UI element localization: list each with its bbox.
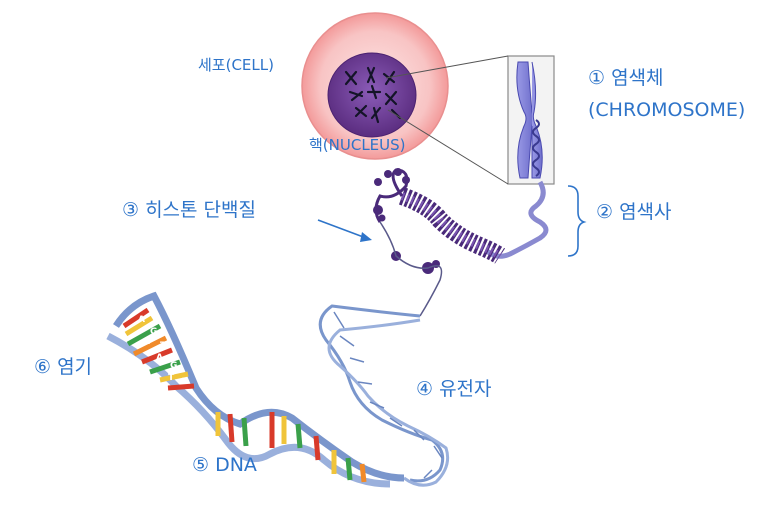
chromatin-loop [374, 168, 409, 223]
label-dna: ⑤ DNA [192, 454, 257, 476]
dna-base-letters: A G C T A G T C [138, 315, 187, 387]
label-chromosome-en: (CHROMOSOME) [588, 99, 746, 121]
base-letter: T [168, 373, 175, 383]
nucleosome-beads [373, 168, 440, 274]
base-letter: C [180, 377, 187, 387]
histone-arrow-head [360, 232, 372, 242]
label-chromatin: ② 염색사 [596, 201, 672, 223]
chromatin-coil [398, 187, 505, 264]
base-letter: G [150, 327, 157, 337]
linker-dna [379, 221, 443, 317]
base-letter: A [156, 353, 163, 363]
gene-helix [318, 304, 450, 487]
label-nucleus: 핵(NUCLEUS) [309, 136, 406, 154]
base-letter: C [144, 337, 151, 347]
chromosome-shape [516, 61, 543, 179]
base-letter: T [160, 341, 167, 351]
chromatin-tail [484, 180, 549, 259]
label-cell: 세포(CELL) [198, 56, 274, 74]
zoom-line-top [385, 55, 509, 79]
zoom-line-bottom [387, 109, 509, 185]
label-histone: ③ 히스톤 단백질 [122, 199, 256, 221]
chromatin-bracket [567, 185, 587, 257]
base-letter: A [138, 315, 145, 325]
label-chromosome: ① 염색체 [588, 67, 664, 89]
dna-ribbon [106, 291, 405, 488]
label-base: ⑥ 염기 [34, 356, 93, 378]
nucleus-body [327, 52, 417, 138]
histone-arrow-line [317, 219, 367, 239]
dna-base-pairs [122, 307, 367, 483]
label-gene: ④ 유전자 [416, 378, 492, 400]
base-letter: G [170, 361, 177, 371]
